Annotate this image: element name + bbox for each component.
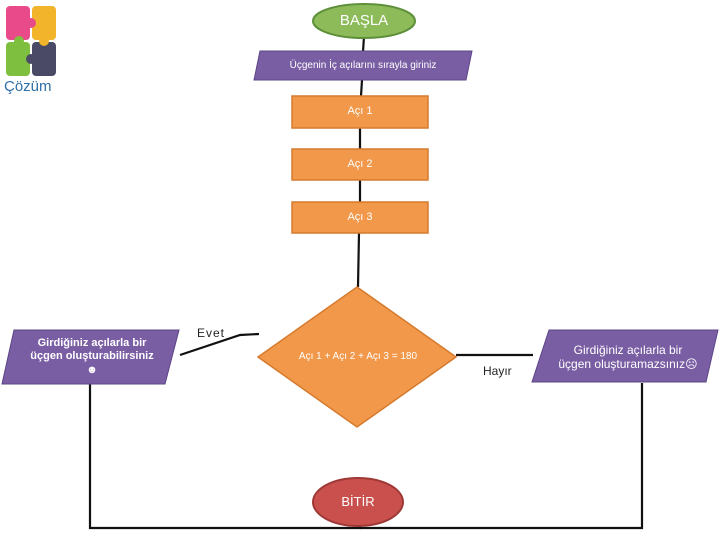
end-terminal-shape <box>312 477 404 527</box>
yes-output-label: Girdiğiniz açılarla bir üçgen oluşturabi… <box>30 337 154 376</box>
angle1-box-label: Açı 1 <box>347 105 373 118</box>
connector-yes-branch <box>179 332 260 357</box>
input-prompt-shape <box>253 50 473 81</box>
start-terminal-label: BAŞLA <box>339 12 389 29</box>
angle2-box-label: Açı 2 <box>347 157 373 170</box>
end-terminal-label: BİTİR <box>341 494 375 510</box>
yes-output-shape <box>1 329 180 385</box>
puzzle-logo-icon <box>6 6 56 76</box>
condition-diamond-shape <box>256 286 458 428</box>
angle3-box-label: Açı 3 <box>347 210 373 223</box>
yes-branch-label: Evet <box>197 326 226 340</box>
logo-caption: Çözüm <box>4 78 52 95</box>
connector-no-output-to-end <box>360 383 644 530</box>
angle3-box-shape <box>291 201 429 234</box>
no-branch-label: Hayır <box>483 364 512 378</box>
angle1-box-shape <box>291 95 429 129</box>
connector-angle3-to-condition <box>356 232 361 288</box>
condition-label: Açı 1 + Açı 2 + Açı 3 = 180 <box>298 351 418 362</box>
connector-input-to-angle1 <box>359 79 364 97</box>
start-terminal-shape <box>312 3 416 39</box>
no-output-label: Girdiğiniz açılarla bir üçgen oluşturama… <box>558 342 698 371</box>
no-output-shape <box>531 329 719 383</box>
input-prompt-label: Üçgenin İç açılarını sırayla giriniz <box>289 59 437 71</box>
angle2-box-shape <box>291 148 429 181</box>
